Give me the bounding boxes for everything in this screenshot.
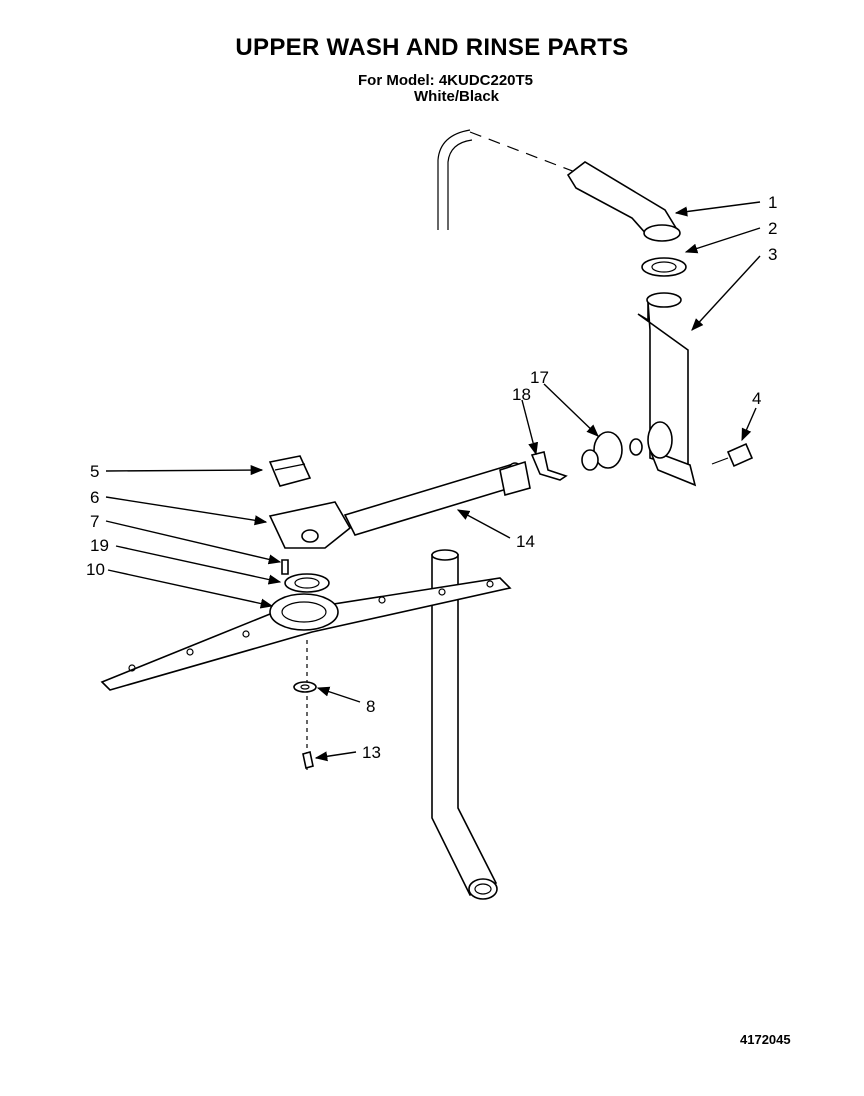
callout-1: 1 [768,193,777,212]
callout-17: 17 [530,368,549,387]
callout-labels: 1 2 3 4 5 6 7 19 10 17 18 14 8 13 [86,193,777,762]
part-2-seal [641,257,687,277]
part-4-cap [711,442,754,468]
part-14-tube [343,460,531,536]
callout-2: 2 [768,219,777,238]
callout-13: 13 [362,743,381,762]
part-1-conduit [566,161,681,242]
part-18-clip [530,451,568,481]
callout-7: 7 [90,512,99,531]
part-5-mount-cap [268,455,312,487]
leader-lines [105,201,761,762]
color-variant: White/Black [414,88,500,105]
callout-14: 14 [516,532,535,551]
part-6-bracket [268,501,352,549]
model-line: For Model: 4KUDC220T5 [358,72,534,89]
callout-6: 6 [90,488,99,507]
page-title: UPPER WASH AND RINSE PARTS [235,34,629,61]
part-8-washer [293,681,317,693]
part-10-spray-arm [100,577,512,691]
part-17-nut [581,431,643,471]
callout-4: 4 [752,389,761,408]
callout-5: 5 [90,462,99,481]
callout-10: 10 [86,560,105,579]
document-number: 4172045 [740,1032,791,1047]
part-3-manifold [637,292,697,487]
part-19-seal [284,573,330,593]
supply-tube [431,129,576,900]
callout-18: 18 [512,385,531,404]
part-13-screw [302,750,314,770]
part-7-screw [281,559,289,575]
callout-3: 3 [768,245,777,264]
callout-19: 19 [90,536,109,555]
callout-8: 8 [366,697,375,716]
